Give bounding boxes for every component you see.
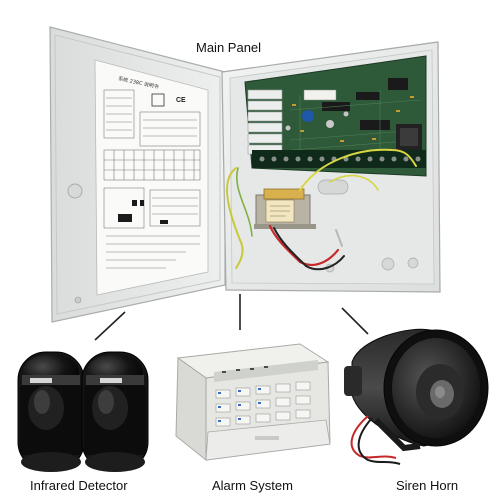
transformer — [254, 188, 316, 229]
alarm-keypad — [175, 343, 331, 462]
instruction-sheet: 系统 238C 说明书 CE — [94, 59, 209, 296]
main-panel: 系统 238C 说明书 CE — [49, 26, 441, 323]
infrared-detector — [17, 351, 149, 472]
alarm-system-label: Alarm System — [212, 478, 293, 493]
infrared-detector-label: Infrared Detector — [30, 478, 128, 493]
detector-unit-right — [81, 351, 149, 472]
siren-horn-label: Siren Horn — [396, 478, 459, 493]
detector-unit-left — [17, 351, 85, 472]
siren-horn — [344, 328, 489, 465]
cabinet-door: 系统 238C 说明书 CE — [49, 26, 226, 323]
callout-lines — [94, 294, 369, 341]
control-board — [244, 55, 427, 177]
ce-mark: CE — [176, 97, 186, 104]
main-panel-label: Main Panel — [196, 40, 262, 55]
wiring — [226, 148, 417, 271]
